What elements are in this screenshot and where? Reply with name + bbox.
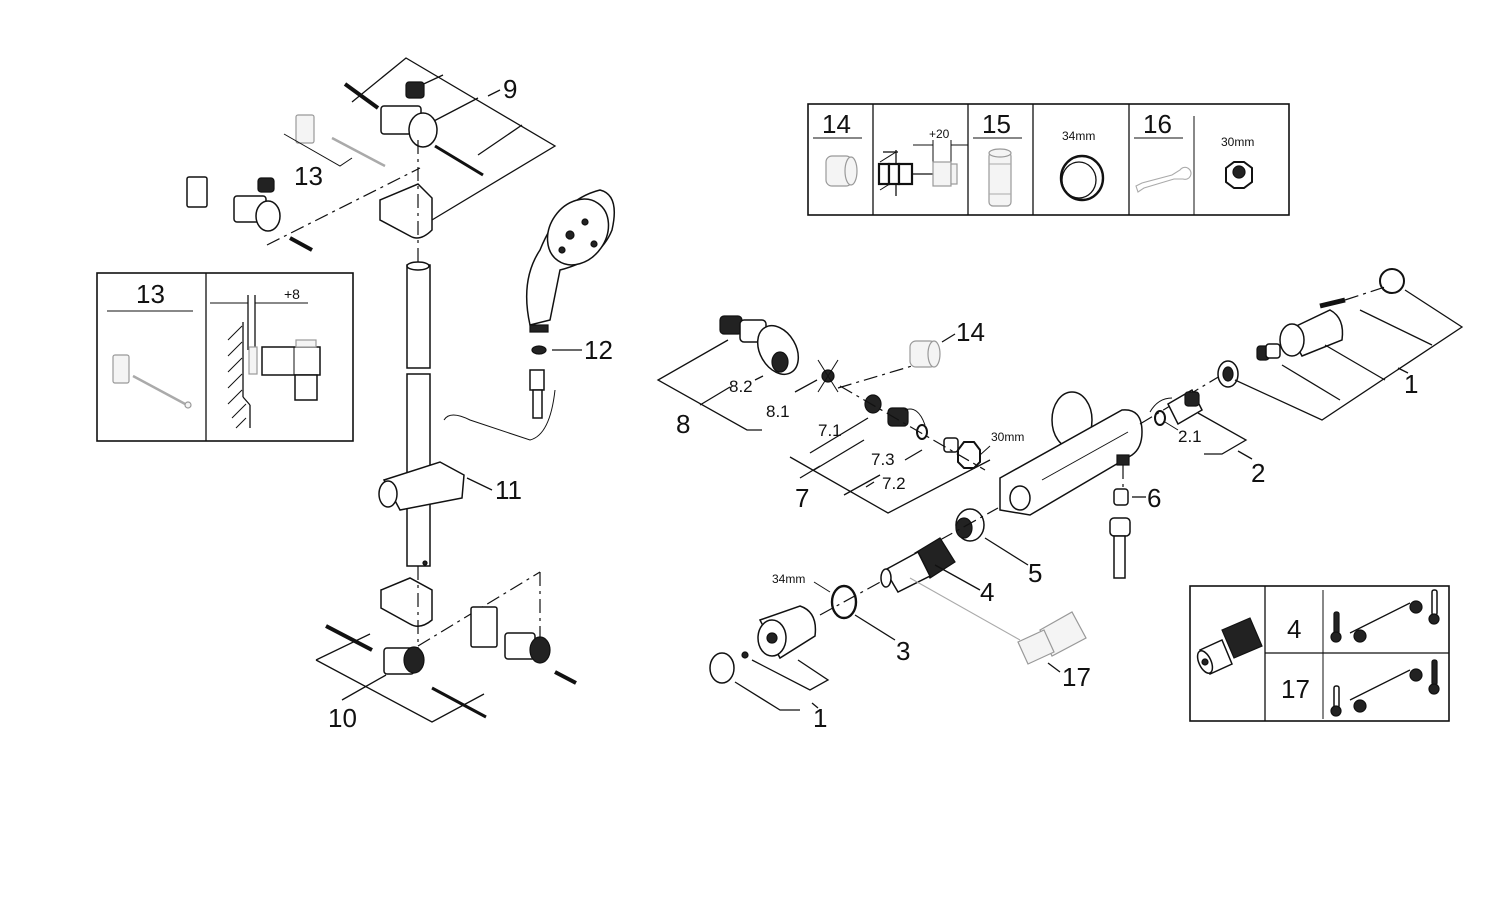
callout-7-3: 7.3: [871, 450, 895, 469]
slider-11: 11: [378, 389, 556, 511]
wall-bracket-top: [343, 81, 484, 177]
wall-spacer-number: 13: [136, 279, 165, 309]
cartridge-number-4: 4: [1287, 614, 1301, 644]
cartridge-icon: [1196, 617, 1263, 676]
callout-5: 5: [1028, 558, 1042, 588]
callout-10: 10: [328, 703, 357, 733]
wall-spacer-13: 13: [283, 114, 386, 191]
nut-size-note: 30mm: [1221, 135, 1254, 149]
hand-shower: 12: [525, 189, 615, 419]
spacer-thickness-note: +8: [284, 286, 300, 302]
accessory-cell-14: 14: [813, 109, 862, 187]
mixer-assembly: 8.2 8.1 8 14 30mm: [656, 268, 1464, 733]
thermometer-hot-icon: [1428, 659, 1440, 695]
callout-14: 14: [956, 317, 985, 347]
accessory-number-16: 16: [1143, 109, 1172, 139]
thermostat-cartridge-17: 17: [1017, 611, 1091, 692]
callout-13: 13: [294, 161, 323, 191]
sleeve-icon: [988, 148, 1012, 207]
wall-section-icon: [227, 322, 321, 429]
cartridge-row-17: 17: [1281, 659, 1440, 717]
cartridge-row-4: 4: [1287, 589, 1440, 644]
wall-bracket-left: [186, 167, 421, 252]
accessory-number-14: 14: [822, 109, 851, 139]
callout-1-right: 1: [1404, 369, 1418, 399]
callout-17: 17: [1062, 662, 1091, 692]
hose-nut-6: 6: [1109, 483, 1161, 579]
cartridge-2: 2.1 2: [1139, 369, 1265, 488]
callout-9: 9: [503, 74, 517, 104]
nut-5: 5: [939, 507, 1042, 588]
adapter-14: 14: [837, 317, 985, 389]
callout-7-1: 7.1: [818, 421, 842, 440]
callout-7: 7: [795, 483, 809, 513]
handle-1-left: 1: [709, 605, 830, 733]
thermometer-cold-icon: [1428, 589, 1440, 625]
star-washer-icon: [817, 359, 839, 393]
wrench-icon: [1135, 166, 1192, 193]
callout-6: 6: [1147, 483, 1161, 513]
callout-3: 3: [896, 636, 910, 666]
cartridge-number-17: 17: [1281, 674, 1310, 704]
cartridge-table: 4 17: [1189, 585, 1450, 722]
callout-8-1: 8.1: [766, 402, 790, 421]
handle-1-right: 1: [1217, 268, 1464, 421]
wall-bracket-bottom: 10: [315, 566, 577, 733]
thermometer-hot-icon: [1330, 611, 1342, 643]
callout-12: 12: [584, 335, 613, 365]
ring-size-label: 34mm: [772, 572, 805, 586]
accessory-table: 14 +20: [807, 103, 1290, 216]
callout-2: 2: [1251, 458, 1265, 488]
callout-2-1: 2.1: [1178, 427, 1202, 446]
accessory-cell-34mm: 34mm: [1059, 129, 1105, 202]
wall-connector-8: 8.2 8.1 8: [656, 315, 839, 439]
thermostat-cartridge-4: 4: [880, 537, 1021, 641]
wall-spacer-box: 13 +8: [96, 272, 354, 442]
eccentric-union-7: 30mm 7.1 7.3 7.2 7: [789, 385, 1024, 514]
accessory-cell-extension: +20: [877, 127, 968, 196]
callout-11: 11: [495, 475, 522, 505]
accessory-cell-30mm: 30mm: [1221, 135, 1254, 189]
callout-8-2: 8.2: [729, 377, 753, 396]
ring-icon: [1059, 154, 1105, 202]
callout-7-2: 7.2: [882, 474, 906, 493]
adapter-icon: [825, 155, 858, 187]
extension-icon: [877, 150, 958, 196]
ring-3: 34mm 3: [772, 572, 910, 666]
rail-holder-top: [379, 140, 433, 270]
callout-8: 8: [676, 409, 690, 439]
thermometer-cold-icon: [1330, 685, 1342, 717]
shower-rail-assembly: 9 13: [186, 57, 615, 733]
hex-nut-icon: [1225, 161, 1253, 189]
accessory-number-15: 15: [982, 109, 1011, 139]
nut-size-label: 30mm: [991, 430, 1024, 444]
mixer-body: [999, 391, 1143, 516]
shower-rail: [406, 261, 431, 567]
callout-4: 4: [980, 577, 994, 607]
accessory-cell-16: 16: [1134, 109, 1192, 193]
ring-size-note: 34mm: [1062, 129, 1095, 143]
extension-note: +20: [929, 127, 950, 141]
spacer-screw-icon: [112, 354, 192, 409]
accessory-cell-15: 15: [973, 109, 1022, 207]
callout-1-left: 1: [813, 703, 827, 733]
